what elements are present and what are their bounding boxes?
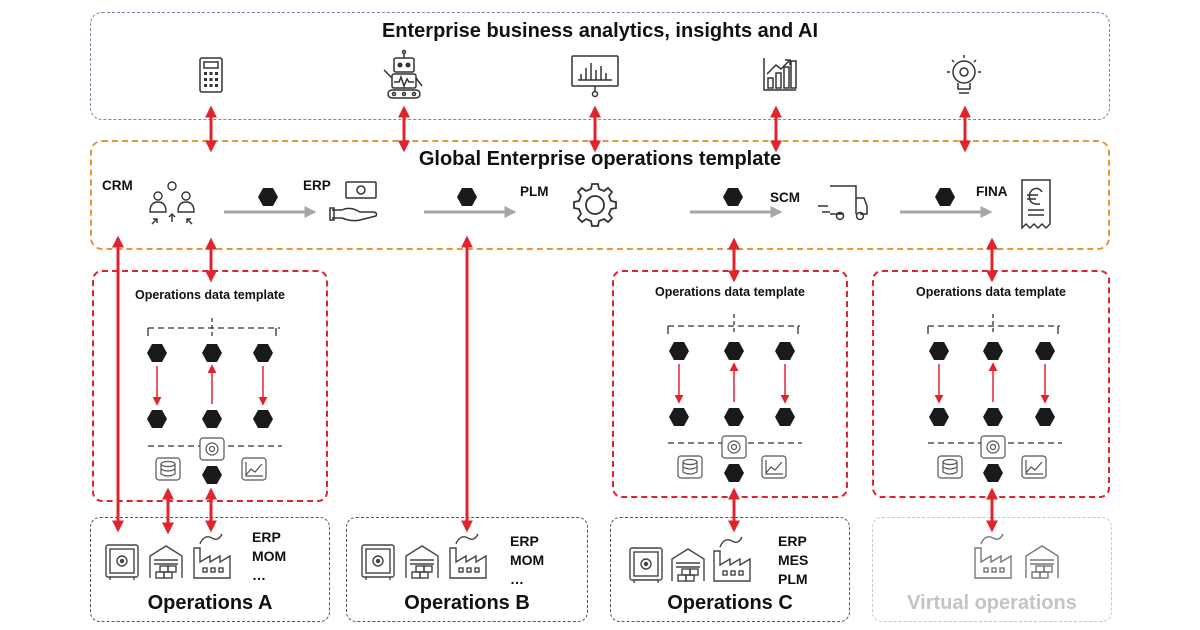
process-gear-icon: [980, 435, 1006, 459]
data-node-hex: [775, 342, 795, 360]
database-icon: [937, 455, 963, 479]
data-template-graph-c: [667, 314, 802, 482]
operations-c-systems: ERP MES PLM: [778, 533, 809, 587]
data-node-hex: [1035, 408, 1055, 426]
payment-hand-icon: [329, 181, 378, 222]
flow-scm-to-fina: [900, 188, 993, 218]
process-label-scm: SCM: [770, 190, 800, 205]
data-node-hex: [147, 344, 167, 362]
gear-icon: [573, 183, 617, 227]
token-hex: [935, 188, 955, 206]
factory-icon: [449, 533, 487, 579]
analytics-connectors: [205, 105, 971, 153]
data-node-hex: [669, 408, 689, 426]
growth-chart-icon: [763, 58, 797, 91]
data-node-hex: [253, 344, 273, 362]
database-icon: [155, 457, 181, 481]
data-node-hex: [983, 408, 1003, 426]
truck-icon: [818, 185, 868, 221]
calculator-icon: [199, 57, 223, 93]
data-node-hex: [147, 410, 167, 428]
data-template-graph-a: [147, 318, 282, 484]
flow-erp-to-plm: [424, 188, 517, 218]
token-hex: [258, 188, 278, 206]
safe-icon: [629, 547, 663, 583]
lightbulb-icon: [947, 55, 981, 94]
factory-icon: [974, 533, 1012, 579]
euro-invoice-icon: [1021, 179, 1051, 230]
data-node-hex: [724, 342, 744, 360]
process-label-crm: CRM: [102, 178, 133, 193]
warehouse-icon: [671, 548, 705, 582]
factory-icon: [193, 533, 231, 579]
token-hex: [457, 188, 477, 206]
chart-icon: [241, 457, 267, 481]
process-gear-icon: [721, 435, 747, 459]
data-template-title-a: Operations data template: [134, 288, 286, 302]
data-template-title-virtual: Operations data template: [915, 285, 1067, 299]
data-node-hex: [202, 410, 222, 428]
data-node-hex: [775, 408, 795, 426]
data-node-hex: [669, 342, 689, 360]
flow-crm-to-erp: [224, 188, 317, 218]
data-template-title-c: Operations data template: [654, 285, 806, 299]
data-node-hex: [1035, 342, 1055, 360]
data-node-hex: [202, 344, 222, 362]
process-gear-icon: [199, 437, 225, 461]
data-node-hex: [724, 464, 744, 482]
process-label-fina: FINA: [976, 184, 1008, 199]
operations-b-systems: ERP MOM …: [510, 533, 545, 587]
warehouse-icon: [405, 545, 439, 579]
warehouse-icon: [1025, 545, 1059, 579]
data-node-hex: [929, 408, 949, 426]
safe-icon: [361, 544, 395, 580]
operations-a-systems: ERP MOM …: [252, 529, 287, 583]
people-network-icon: [149, 181, 195, 225]
operations-c-title: Operations C: [667, 592, 793, 614]
data-node-hex: [929, 342, 949, 360]
operations-a-title: Operations A: [147, 592, 273, 614]
analytics-layer-title: Enterprise business analytics, insights …: [381, 20, 819, 42]
warehouse-icon: [149, 545, 183, 579]
chart-icon: [761, 455, 787, 479]
data-node-hex: [202, 466, 222, 484]
operations-b-title: Operations B: [404, 592, 530, 614]
token-hex: [723, 188, 743, 206]
data-node-hex: [253, 410, 273, 428]
database-icon: [677, 455, 703, 479]
presentation-chart-icon: [571, 55, 619, 98]
robot-icon: [383, 49, 423, 99]
flow-plm-to-scm: [690, 188, 783, 218]
factory-icon: [713, 536, 751, 582]
data-node-hex: [724, 408, 744, 426]
data-template-graph-virtual: [927, 314, 1062, 482]
data-node-hex: [983, 464, 1003, 482]
safe-icon: [105, 544, 139, 580]
process-label-plm: PLM: [520, 184, 549, 199]
virtual-operations-title: Virtual operations: [907, 592, 1077, 614]
template-connectors: [112, 235, 998, 535]
data-node-hex: [983, 342, 1003, 360]
chart-icon: [1021, 455, 1047, 479]
operations-template-title: Global Enterprise operations template: [418, 148, 782, 170]
process-label-erp: ERP: [303, 178, 331, 193]
